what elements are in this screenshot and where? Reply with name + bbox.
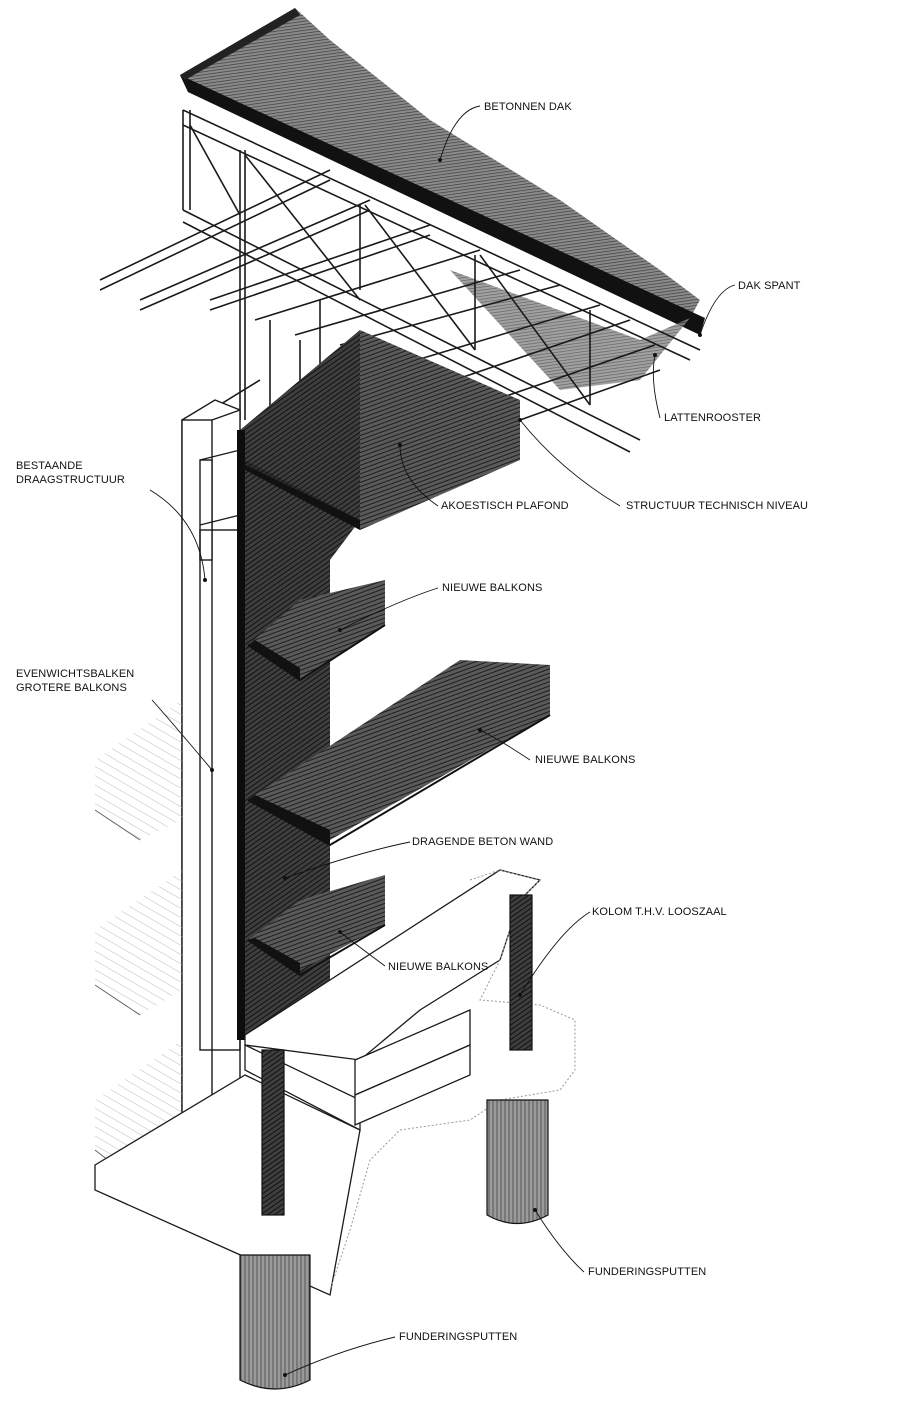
label-dragende-beton-wand: DRAGENDE BETON WAND [412, 836, 554, 848]
label-structuur-technisch-niveau: STRUCTUUR TECHNISCH NIVEAU [626, 500, 809, 512]
existing-frame [181, 399, 241, 1181]
label-nieuwe-balkons-upper: NIEUWE BALKONS [442, 582, 543, 594]
label-funderingsputten-left: FUNDERINGSPUTTEN [399, 1331, 518, 1343]
label-kolom-looszaal: KOLOM T.H.V. LOOSZAAL [592, 906, 727, 918]
label-evenwichtsbalken: EVENWICHTSBALKEN GROTERE BALKONS [16, 668, 135, 694]
label-akoestisch-plafond: AKOESTISCH PLAFOND [441, 500, 569, 512]
column-left [261, 1049, 285, 1216]
foundation-pile-right [486, 1099, 549, 1224]
balcony-upper [247, 580, 386, 682]
balcony-lower [247, 875, 386, 977]
column-looszaal [509, 894, 533, 1051]
label-dak-spant: DAK SPANT [738, 280, 801, 292]
tribune-steps [94, 700, 182, 1186]
foundation-pile-left [239, 1254, 311, 1390]
roof-slab [180, 8, 705, 390]
base-slab-dotted-outline [329, 869, 576, 1291]
leader-dots [203, 158, 702, 1377]
acoustic-ceiling [245, 330, 520, 530]
roof-truss [99, 109, 701, 480]
label-betonnen-dak: BETONNEN DAK [484, 101, 572, 113]
label-nieuwe-balkons-lower: NIEUWE BALKONS [388, 961, 489, 973]
label-nieuwe-balkons-large: NIEUWE BALKONS [535, 754, 636, 766]
balcony-large [247, 660, 551, 847]
leader-lines [149, 105, 736, 1376]
label-bestaande-draagstructuur: BESTAANDE DRAAGSTRUCTUUR [16, 460, 125, 486]
label-lattenrooster: LATTENROOSTER [664, 412, 762, 424]
label-funderingsputten-right: FUNDERINGSPUTTEN [588, 1266, 707, 1278]
